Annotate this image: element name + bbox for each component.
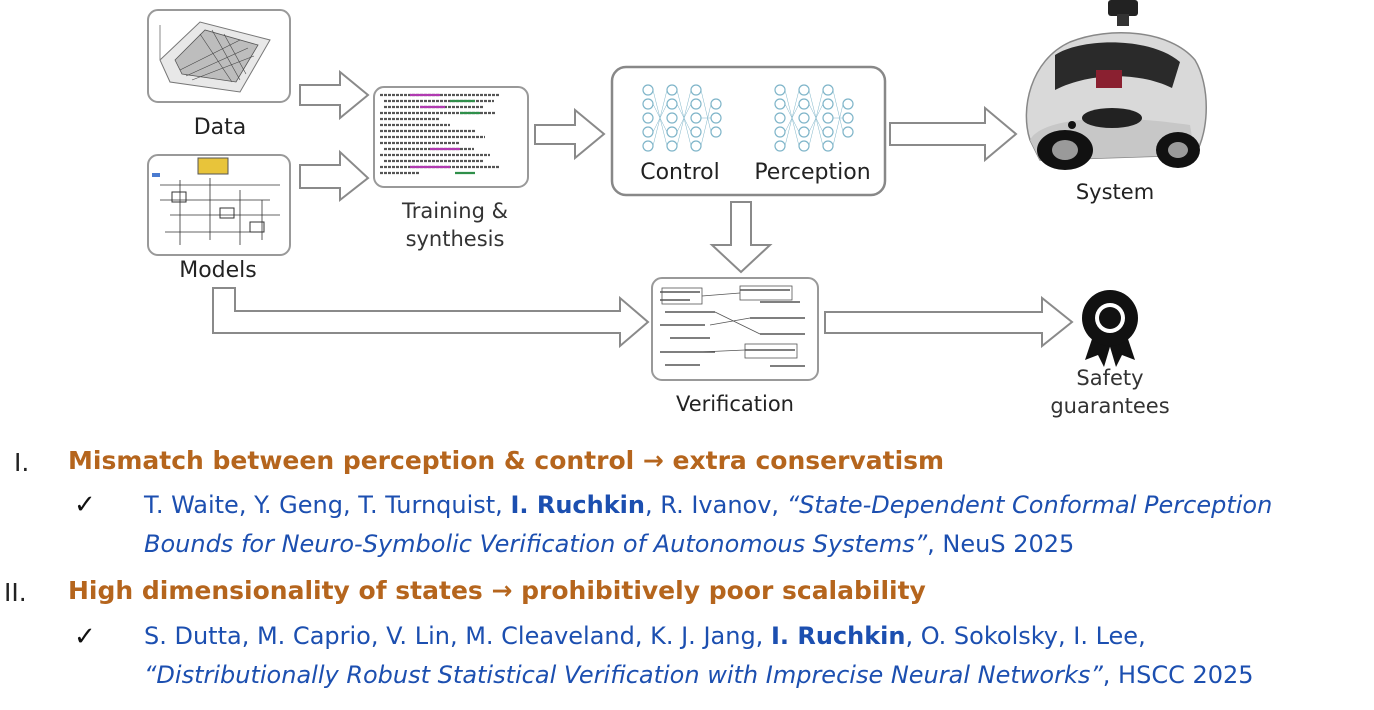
safety-label-line1: Safety <box>1076 366 1144 390</box>
challenge-1-ref-line1: T. Waite, Y. Geng, T. Turnquist, I. Ruch… <box>144 486 1272 525</box>
challenge-2-ref-line2: “Distributionally Robust Statistical Ver… <box>144 656 1254 695</box>
arrow-control-to-verification <box>709 201 773 274</box>
system-label: System <box>1075 180 1155 204</box>
self-driving-car-image <box>1025 0 1207 170</box>
challenge-1-ref-title-part1: “State-Dependent Conformal Perception <box>786 491 1273 519</box>
pipeline-diagram <box>147 0 1207 381</box>
data-label: Data <box>193 115 247 140</box>
challenge-2-ref-venue: , HSCC 2025 <box>1102 661 1254 689</box>
data-plot-thumbnail <box>147 9 291 103</box>
challenge-1-check-icon: ✓ <box>74 490 96 520</box>
verification-label: Verification <box>676 392 794 416</box>
challenge-2-reference: S. Dutta, M. Caprio, V. Lin, M. Cleavela… <box>144 617 1254 695</box>
challenge-1-ref-title-part2: Bounds for Neuro-Symbolic Verification o… <box>144 530 928 558</box>
arrow-control-to-system <box>889 105 1018 163</box>
arrows <box>212 69 1074 349</box>
challenge-2-ref-authors-rest: , O. Sokolsky, I. Lee, <box>905 622 1146 650</box>
models-diagram-thumbnail <box>147 154 291 256</box>
challenge-1-ref-highlight-author: I. Ruchkin <box>510 491 645 519</box>
training-label-line1: Training & <box>402 199 508 223</box>
arrow-verification-to-safety <box>824 295 1074 349</box>
safety-badge-icon <box>1082 290 1138 367</box>
challenge-2-heading: High dimensionality of states → prohibit… <box>68 576 926 605</box>
challenge-2-ref-authors: S. Dutta, M. Caprio, V. Lin, M. Cleavela… <box>144 622 771 650</box>
control-label: Control <box>640 160 720 185</box>
arrow-training-to-control <box>534 107 606 161</box>
arrow-models-to-training <box>299 149 370 203</box>
challenge-1-reference: T. Waite, Y. Geng, T. Turnquist, I. Ruch… <box>144 486 1272 564</box>
perception-nn-icon <box>774 84 854 152</box>
perception-label: Perception <box>754 160 871 185</box>
challenge-2-ref-line1: S. Dutta, M. Caprio, V. Lin, M. Cleavela… <box>144 617 1254 656</box>
training-label: Training & synthesis <box>380 197 530 253</box>
challenge-2-ref-highlight-author: I. Ruchkin <box>770 622 906 650</box>
verification-diagram-thumbnail <box>651 277 819 381</box>
training-label-line2: synthesis <box>405 227 505 251</box>
arrow-models-to-verification <box>212 287 650 349</box>
control-nn-icon <box>642 84 722 152</box>
safety-guarantees-label: Safety guarantees <box>1045 364 1175 420</box>
challenge-2-check-icon: ✓ <box>74 622 96 652</box>
control-perception-box <box>610 65 887 197</box>
challenge-1-ref-authors: T. Waite, Y. Geng, T. Turnquist, <box>144 491 511 519</box>
challenge-2-numeral: II. <box>4 578 27 607</box>
challenge-2-ref-title: “Distributionally Robust Statistical Ver… <box>144 661 1103 689</box>
safety-label-line2: guarantees <box>1050 394 1170 418</box>
training-code-thumbnail <box>373 86 529 188</box>
arrow-data-to-training <box>299 69 370 121</box>
challenge-1-heading: Mismatch between perception & control → … <box>68 446 945 475</box>
challenge-1-ref-authors-rest: , R. Ivanov, <box>645 491 787 519</box>
challenge-1-ref-line2: Bounds for Neuro-Symbolic Verification o… <box>144 525 1272 564</box>
challenge-1-numeral: I. <box>14 448 30 477</box>
models-label: Models <box>179 258 257 283</box>
challenge-1-ref-venue: , NeuS 2025 <box>927 530 1075 558</box>
